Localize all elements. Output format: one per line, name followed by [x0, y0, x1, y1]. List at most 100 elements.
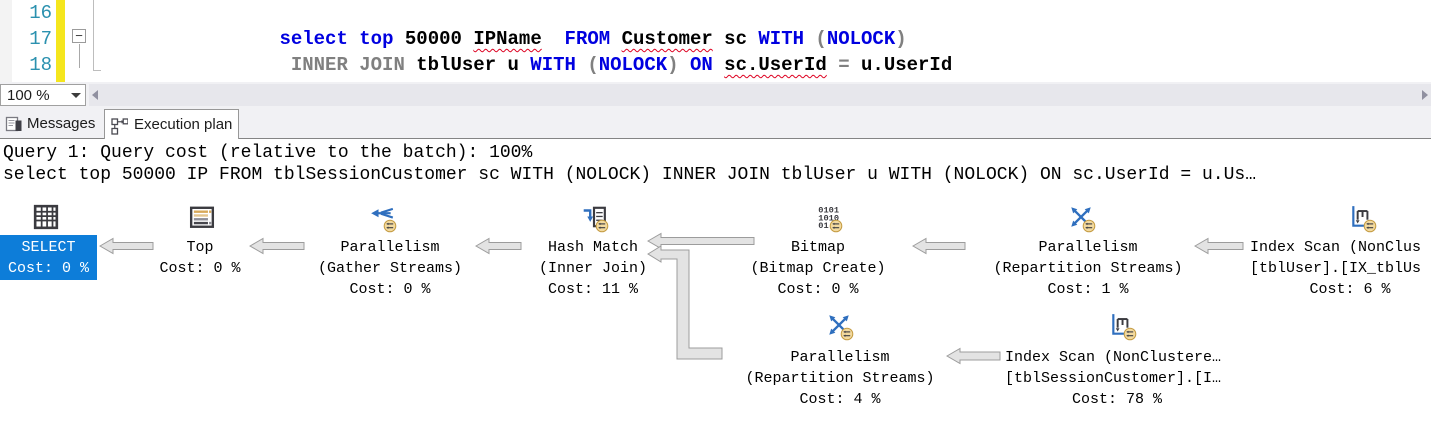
sql-token: [348, 28, 359, 50]
plan-node-label: Cost: 4 %: [799, 391, 881, 408]
editor-status-band: 100 % Messages: [0, 82, 1431, 139]
sql-token: ON: [689, 54, 713, 76]
line-number[interactable]: 18: [29, 54, 52, 76]
horizontal-scrollbar[interactable]: [89, 84, 1431, 106]
parallelism-badge-icon: [1363, 219, 1377, 233]
plan-arrows-layer: [98, 232, 1244, 365]
plan-node-index-scan-tblsessioncustomer[interactable]: Index Scan (NonClustere… [tblSessionCusto…: [1005, 347, 1229, 410]
svg-text:1010: 1010: [818, 213, 839, 223]
parallelism-badge-icon: [840, 327, 854, 341]
result-grid-icon: [33, 204, 59, 230]
fold-region-guide: [93, 0, 94, 71]
sql-token: (: [815, 28, 827, 50]
sql-token: [610, 28, 621, 50]
sql-token: ): [667, 54, 690, 76]
plan-node-label: Index Scan (NonClustere…: [1005, 349, 1222, 366]
plan-arrow-hash-match-to-parallelism-gather-streams[interactable]: [474, 237, 522, 255]
sql-token: FROM: [564, 28, 611, 50]
hash-match-icon-wrap: [581, 204, 611, 236]
sql-token: [713, 54, 724, 76]
messages-icon: [5, 116, 22, 132]
plan-arrow-bitmap-to-hash-match[interactable]: [646, 232, 755, 250]
parallelism-badge-icon: [1082, 219, 1096, 233]
plan-node-label: (Gather Streams): [317, 260, 463, 277]
plan-arrow-parallelism-gather-streams-to-top[interactable]: [248, 237, 305, 255]
parallelism-badge-icon: [1123, 327, 1137, 341]
sql-token: [542, 28, 565, 50]
tab-execution-plan[interactable]: Execution plan: [104, 109, 239, 139]
plan-node-label: Cost: 0 %: [159, 260, 241, 277]
sql-token: tblUser u: [404, 54, 531, 76]
svg-text:0101: 0101: [818, 206, 839, 216]
sql-token-error: sc.UserId: [724, 54, 827, 76]
line-number[interactable]: 16: [29, 2, 52, 24]
parallelism-badge-icon: [595, 219, 609, 233]
code-line[interactable]: INNER JOIN tblUser u WITH (NOLOCK) ON sc…: [97, 52, 1431, 78]
tab-messages[interactable]: Messages: [0, 108, 104, 138]
plan-node-hash-match[interactable]: Hash Match(Inner Join)Cost: 11 %: [539, 237, 647, 300]
zoom-level-combo[interactable]: 100 %: [0, 84, 86, 106]
plan-node-label: Cost: 0 %: [7, 260, 89, 277]
plan-arrow-parallelism-repartition-streams-2-to-hash-match[interactable]: [647, 245, 723, 360]
plan-node-label: Parallelism: [790, 349, 890, 366]
plan-node-label: [tblUser].[IX_tblUs: [1250, 260, 1422, 277]
code-line[interactable]: select top 50000 IPName FROM Customer sc…: [97, 26, 1431, 52]
plan-node-parallelism-repartition-streams-2[interactable]: Parallelism(Repartition Streams)Cost: 4 …: [745, 347, 934, 410]
index-scan-tbluser-icon-wrap: [1349, 204, 1379, 236]
line-number[interactable]: 17: [29, 28, 52, 50]
line-number-gutter[interactable]: 16 17 18 19: [12, 0, 52, 82]
sql-token: [576, 54, 587, 76]
plan-node-label: Cost: 11 %: [547, 281, 638, 298]
fold-region-end-tick: [93, 70, 101, 71]
fold-collapse-box[interactable]: −: [72, 29, 86, 43]
scroll-left-button[interactable]: [89, 84, 104, 106]
editor-code-area[interactable]: select top 50000 IPName FROM Customer sc…: [97, 0, 1431, 82]
plan-arrow-index-scan-tblsessioncustomer-to-parallelism-repartition-streams-2[interactable]: [945, 347, 1001, 365]
sql-token: [393, 28, 404, 50]
hash-match-icon: [583, 206, 606, 228]
parallelism-repartition-streams-2-icon-wrap: [826, 312, 856, 344]
plan-node-label: Bitmap: [790, 239, 845, 256]
plan-arrow-top-to-select[interactable]: [98, 237, 154, 255]
plan-node-label: (Repartition Streams): [993, 260, 1183, 277]
editor-glyph-margin: [0, 0, 12, 82]
plan-node-label: Cost: 78 %: [1071, 391, 1162, 408]
plan-node-parallelism-repartition-streams-1[interactable]: Parallelism(Repartition Streams)Cost: 1 …: [993, 237, 1182, 300]
sql-token: [827, 54, 838, 76]
top-icon: [189, 206, 215, 228]
fold-region-line: [79, 44, 80, 68]
svg-text:01: 01: [818, 221, 828, 230]
sql-token: 50000: [404, 28, 462, 50]
sql-token: [804, 28, 815, 50]
sql-token: (: [587, 54, 599, 76]
plan-node-label: Top: [186, 239, 214, 256]
code-line[interactable]: [97, 0, 1431, 26]
plan-node-bitmap[interactable]: Bitmap(Bitmap Create)Cost: 0 %: [750, 237, 885, 300]
plan-node-label: Cost: 0 %: [777, 281, 859, 298]
triangle-left-icon: [92, 90, 98, 100]
line-number[interactable]: 19: [12, 78, 52, 82]
scroll-right-button[interactable]: [1416, 84, 1431, 106]
sql-token: WITH: [758, 28, 804, 50]
plan-statement-text: select top 50000 IP FROM tblSessionCusto…: [3, 165, 1257, 185]
chevron-down-icon[interactable]: [71, 93, 81, 98]
plan-arrow-parallelism-repartition-streams-1-to-bitmap[interactable]: [911, 237, 966, 255]
execution-plan-pane: Query 1: Query cost (relative to the bat…: [0, 138, 1431, 432]
sql-editor[interactable]: 16 17 18 19 − select top 50000 IPName FROM …: [0, 0, 1431, 82]
plan-node-label: [tblSessionCustomer].[I…: [1005, 370, 1222, 387]
parallelism-gather-icon: [371, 207, 394, 219]
sql-token: ): [895, 28, 907, 50]
sql-token: WITH: [530, 54, 576, 76]
plan-node-parallelism-gather-streams[interactable]: Parallelism(Gather Streams)Cost: 0 %: [318, 237, 462, 300]
select-icon-wrap: [33, 204, 63, 236]
sql-token: u.UserId: [849, 54, 953, 76]
plan-arrow-index-scan-tbluser-to-parallelism-repartition-streams-1[interactable]: [1193, 237, 1244, 255]
sql-token: [97, 54, 291, 76]
top-icon-wrap: [189, 204, 219, 236]
sql-token: NOLOCK: [598, 54, 668, 76]
